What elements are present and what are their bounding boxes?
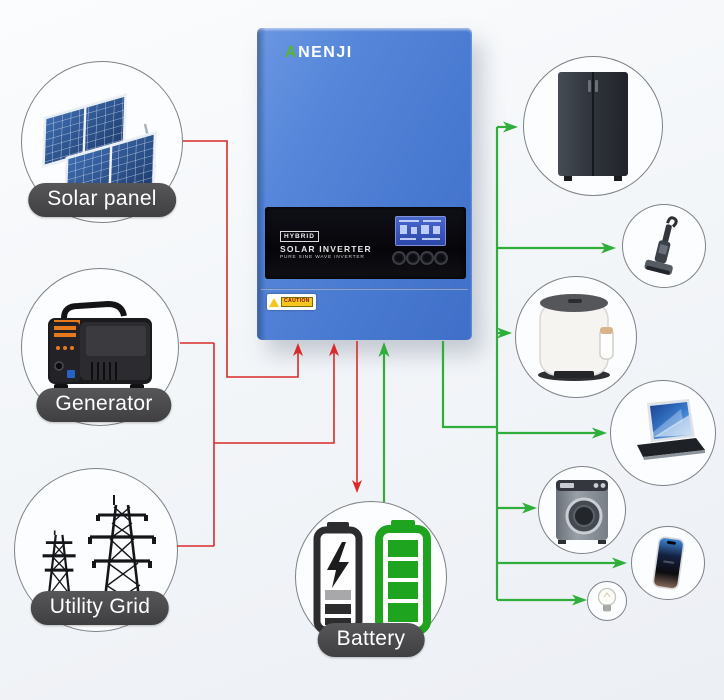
washing-machine-circle — [538, 466, 626, 554]
generator-label: Generator — [36, 388, 172, 422]
inverter-button — [434, 251, 448, 265]
battery-icons — [313, 520, 431, 635]
inverter-button — [420, 251, 434, 265]
air-fryer-icon — [538, 294, 614, 381]
inverter-title: SOLAR INVERTER — [280, 244, 372, 254]
inverter-control-panel: HYBRID SOLAR INVERTER PURE SINE WAVE INV… — [265, 207, 466, 279]
inverter-subtitle: PURE SINE WAVE INVERTER — [280, 255, 365, 260]
battery-label: Battery — [317, 623, 425, 657]
inverter-buttons — [392, 251, 448, 265]
washing-machine-icon — [556, 480, 608, 544]
inverter-button — [392, 251, 406, 265]
vacuum-circle — [622, 204, 706, 288]
battery-full-icon — [375, 520, 431, 635]
laptop-circle — [610, 380, 716, 486]
transmission-towers-icon — [42, 495, 156, 608]
air-fryer-circle — [515, 276, 637, 398]
light-bulb-circle — [587, 581, 627, 621]
inverter-button — [406, 251, 420, 265]
laptop-icon — [637, 399, 705, 460]
vacuum-cleaner-icon — [644, 216, 678, 275]
utility-grid-label: Utility Grid — [30, 591, 170, 625]
warning-triangle-icon — [269, 297, 279, 307]
portable-generator-icon — [48, 300, 152, 390]
caution-label: CAUTION — [267, 294, 316, 310]
inverter-brand-logo: ANENJI — [285, 44, 353, 61]
solar-panel-label: Solar panel — [28, 183, 176, 217]
inverter-lcd-display — [395, 216, 446, 246]
refrigerator-icon — [558, 72, 628, 181]
hybrid-badge: HYBRID — [280, 231, 319, 242]
refrigerator-circle — [523, 56, 663, 196]
light-bulb-icon — [597, 587, 617, 612]
smartphone-circle — [631, 526, 705, 600]
smartphone-icon — [652, 536, 685, 590]
battery-charging-icon — [313, 522, 363, 634]
inverter: ANENJI HYBRID SOLAR INVERTER PURE SINE W… — [257, 28, 472, 340]
